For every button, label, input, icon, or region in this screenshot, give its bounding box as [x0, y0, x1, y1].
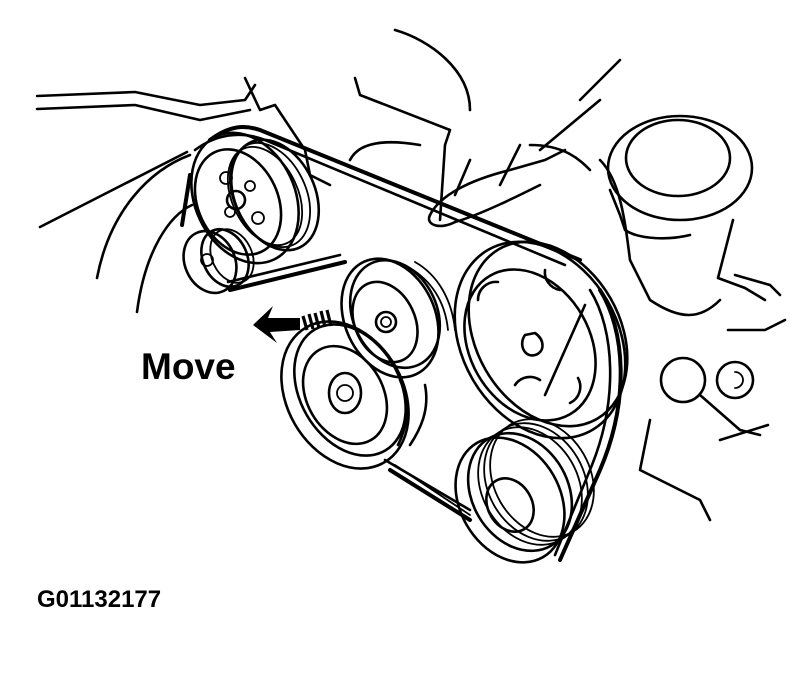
move-arrow-icon [253, 306, 333, 343]
pulley-tensioner [340, 257, 456, 379]
fluid-reservoir [598, 114, 787, 522]
pulley-water-pump [453, 240, 629, 440]
engine-outline [35, 28, 602, 314]
pulley-upper-left [190, 131, 321, 265]
drive-belt [180, 125, 623, 562]
hand-illustration [427, 58, 622, 228]
move-label: Move [141, 346, 236, 387]
pulley-small-idler [182, 227, 255, 295]
pulley-crankshaft [454, 418, 595, 564]
figure-id: G01132177 [37, 586, 162, 613]
